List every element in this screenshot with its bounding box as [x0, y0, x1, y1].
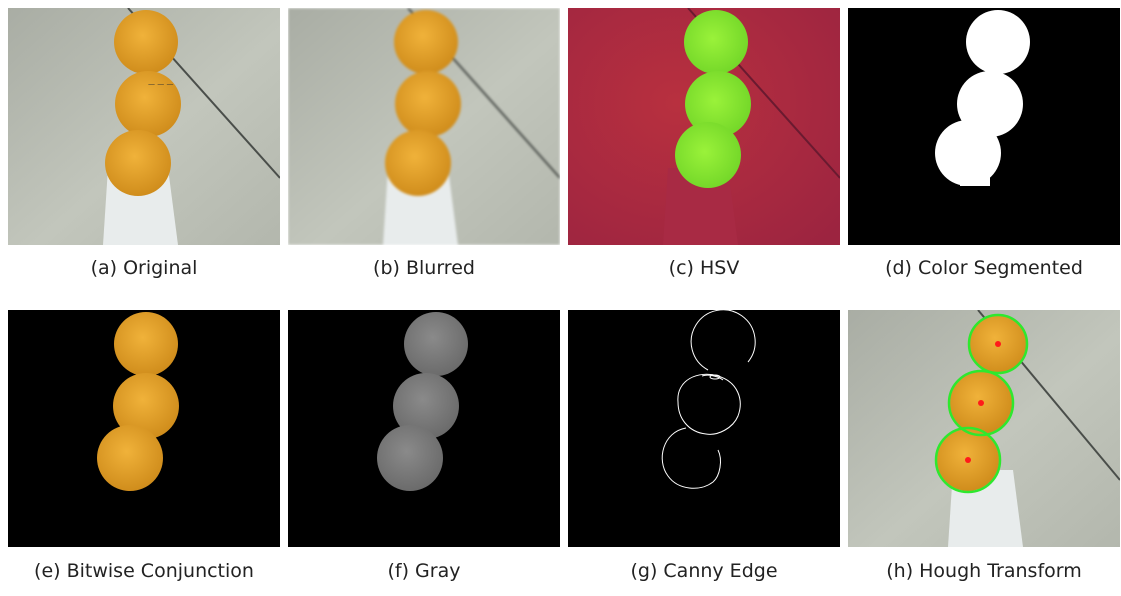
caption-color-segmented: (d) Color Segmented: [885, 257, 1083, 279]
panel-original: — — —: [8, 8, 280, 245]
panel-color-segmented: [848, 8, 1120, 245]
panel-canny-edge: [568, 310, 840, 547]
hsv-image: [568, 8, 840, 245]
caption-original: (a) Original: [90, 257, 198, 279]
svg-text:— — —: — — —: [148, 80, 173, 88]
segmented-mask-image: [848, 8, 1120, 245]
blurred-image: [288, 8, 560, 245]
canny-edge-image: [568, 310, 840, 547]
original-image: — — —: [8, 8, 280, 245]
panel-hough-transform: [848, 310, 1120, 547]
gray-image: [288, 310, 560, 547]
bitwise-image: [8, 310, 280, 547]
caption-gray: (f) Gray: [387, 560, 461, 582]
caption-bitwise-conjunction: (e) Bitwise Conjunction: [34, 560, 254, 582]
panel-blurred: [288, 8, 560, 245]
caption-hsv: (c) HSV: [668, 257, 740, 279]
panel-gray: [288, 310, 560, 547]
hough-circle-overlay: [934, 313, 1029, 494]
panel-hsv: [568, 8, 840, 245]
hough-transform-image: [848, 310, 1120, 547]
caption-blurred: (b) Blurred: [373, 257, 475, 279]
caption-canny-edge: (g) Canny Edge: [630, 560, 778, 582]
panel-bitwise-conjunction: [8, 310, 280, 547]
caption-hough-transform: (h) Hough Transform: [886, 560, 1082, 582]
